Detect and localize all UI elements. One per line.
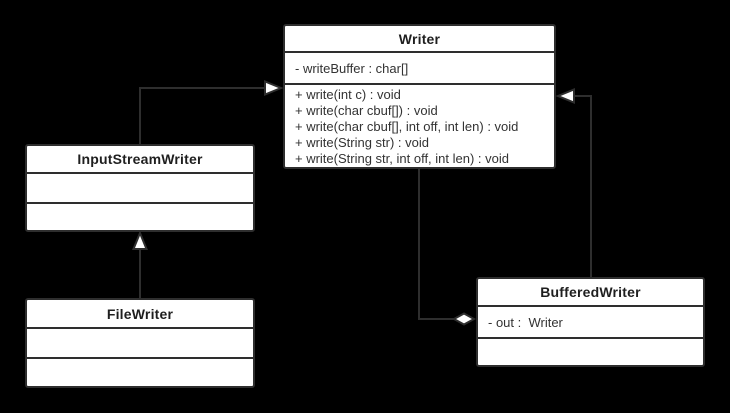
class-filewriter[interactable]: FileWriter [25,298,255,388]
method-text: + write(char cbuf[], int off, int len) :… [295,119,519,134]
class-title: Writer [398,30,441,47]
generalization-filewriter-to-inputstreamwriter[interactable] [132,230,148,298]
method-text: + write(String str) : void [295,135,430,150]
hollow-triangle-arrowhead [555,88,575,104]
class-title: BufferedWriter [540,284,641,300]
class-inputstreamwriter[interactable]: InputStreamWriter [25,144,255,232]
method-text: + write(String str, int off, int len) : … [295,151,509,166]
attribute-text: - out : Writer [488,314,563,330]
attributes-section: - out : Writer [478,305,703,337]
methods-section-empty [478,337,703,365]
class-bufferedwriter[interactable]: BufferedWriter - out : Writer [476,277,705,367]
connector-line [139,87,265,144]
methods-section: + write(int c) : void + write(char cbuf[… [285,83,554,167]
hollow-triangle-arrowhead [132,230,148,250]
attributes-section-empty [27,172,253,202]
generalization-bufferedwriter-to-writer[interactable] [555,88,592,278]
methods-section-empty [27,357,253,386]
hollow-diamond [451,312,477,326]
generalization-inputstreamwriter-to-writer[interactable] [139,80,284,145]
class-title: FileWriter [106,305,174,322]
attribute-text: - writeBuffer : char[] [295,60,409,76]
attributes-section-empty [27,327,253,357]
method-text: + write(char cbuf[]) : void [295,103,438,118]
method-list: + write(int c) : void + write(char cbuf[… [285,85,554,167]
aggregation-bufferedwriter-has-writer[interactable] [418,169,477,326]
connector-line [573,95,592,277]
connector-line [418,169,456,320]
hollow-triangle-arrowhead [264,80,284,96]
class-title: InputStreamWriter [77,151,203,167]
method-text: + write(int c) : void [295,87,401,102]
class-writer[interactable]: Writer - writeBuffer : char[] + write(in… [283,24,556,169]
methods-section-empty [27,202,253,230]
attributes-section: - writeBuffer : char[] [285,51,554,83]
